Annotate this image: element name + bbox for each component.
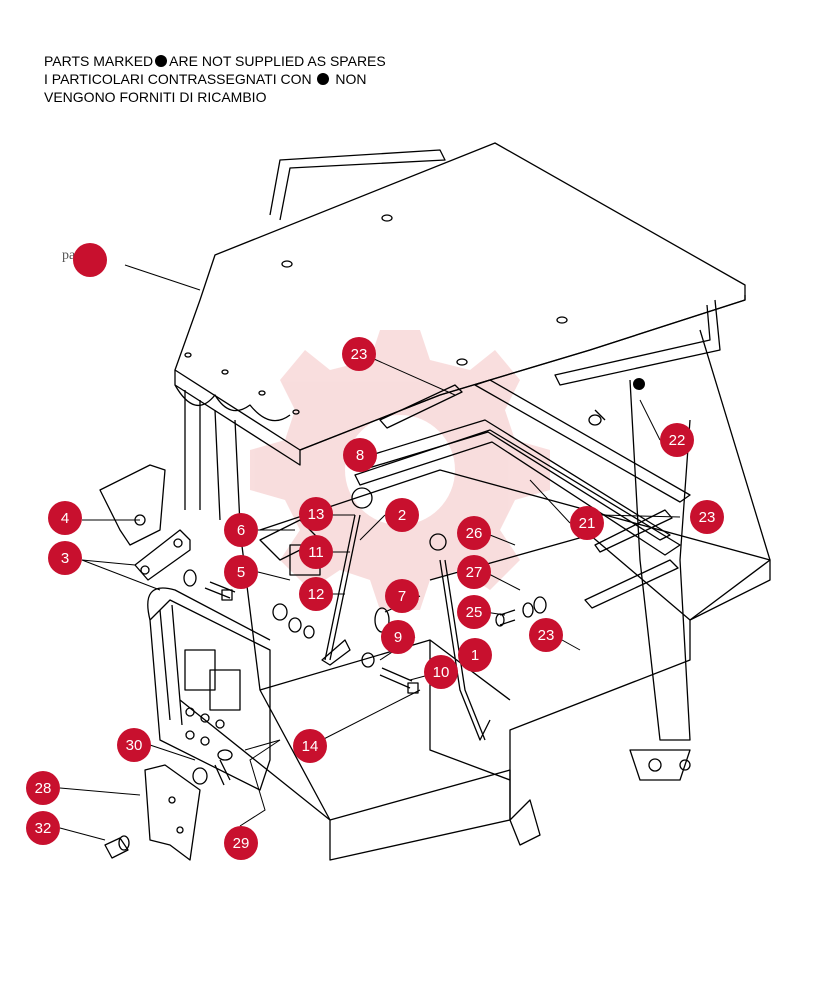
part-23-strip-top [379,384,463,429]
callout-badge[interactable]: 4 [48,501,82,535]
header-line-1-b: ARE NOT SUPPLIED AS SPARES [169,53,386,69]
watermark-logo [250,330,550,610]
callout-badge[interactable]: 10 [424,655,458,689]
callout-badge[interactable]: 32 [26,811,60,845]
callout-badge[interactable]: 6 [224,513,258,547]
callout-badge[interactable]: 14 [293,729,327,763]
header-note: PARTS MARKED ARE NOT SUPPLIED AS SPARES I… [44,52,386,106]
part-4-bracket [99,464,166,546]
callout-badge[interactable]: 25 [457,595,491,629]
callout-badge[interactable]: 26 [457,516,491,550]
header-line-2: I PARTICOLARI CONTRASSEGNATI CON NON [44,70,386,88]
bullet-dot-icon [155,55,168,67]
header-line-2-b: NON [335,71,367,87]
part-28-bracket [144,764,201,861]
header-line-2-a: I PARTICOLARI CONTRASSEGNATI CON [44,71,312,87]
callout-page-ref[interactable] [73,243,107,277]
part-23-strip-right [594,509,673,553]
bullet-dot-icon [317,73,330,85]
callout-badge[interactable]: 3 [48,541,82,575]
side-console [149,599,271,791]
callout-badge[interactable]: 30 [117,728,151,762]
callout-badge[interactable]: 1 [458,638,492,672]
header-line-3: VENGONO FORNITI DI RICAMBIO [44,89,267,105]
callout-badge[interactable]: 9 [381,620,415,654]
callout-badge[interactable]: 22 [660,423,694,457]
callout-badge[interactable]: 13 [299,497,333,531]
callout-badge[interactable]: 27 [457,555,491,589]
roof-handle [269,149,446,221]
callout-badge[interactable]: 11 [299,535,333,569]
callout-badge[interactable]: 5 [224,555,258,589]
part-22-strip [474,379,691,503]
callout-badge[interactable]: 23 [342,337,376,371]
callout-badge[interactable]: 2 [385,498,419,532]
header-line-1-a: PARTS MARKED [44,53,154,69]
callout-badge[interactable]: 23 [690,500,724,534]
callout-badge[interactable]: 23 [529,618,563,652]
header-line-1: PARTS MARKED ARE NOT SUPPLIED AS SPARES [44,52,386,70]
part-3-plate [134,529,191,581]
callout-badge[interactable]: 12 [299,577,333,611]
spare-marker-dot [633,378,645,390]
callout-badge[interactable]: 7 [385,579,419,613]
callout-badge[interactable]: 21 [570,506,604,540]
callout-badge[interactable]: 8 [343,438,377,472]
callout-badge[interactable]: 29 [224,826,258,860]
callout-badge[interactable]: 28 [26,771,60,805]
